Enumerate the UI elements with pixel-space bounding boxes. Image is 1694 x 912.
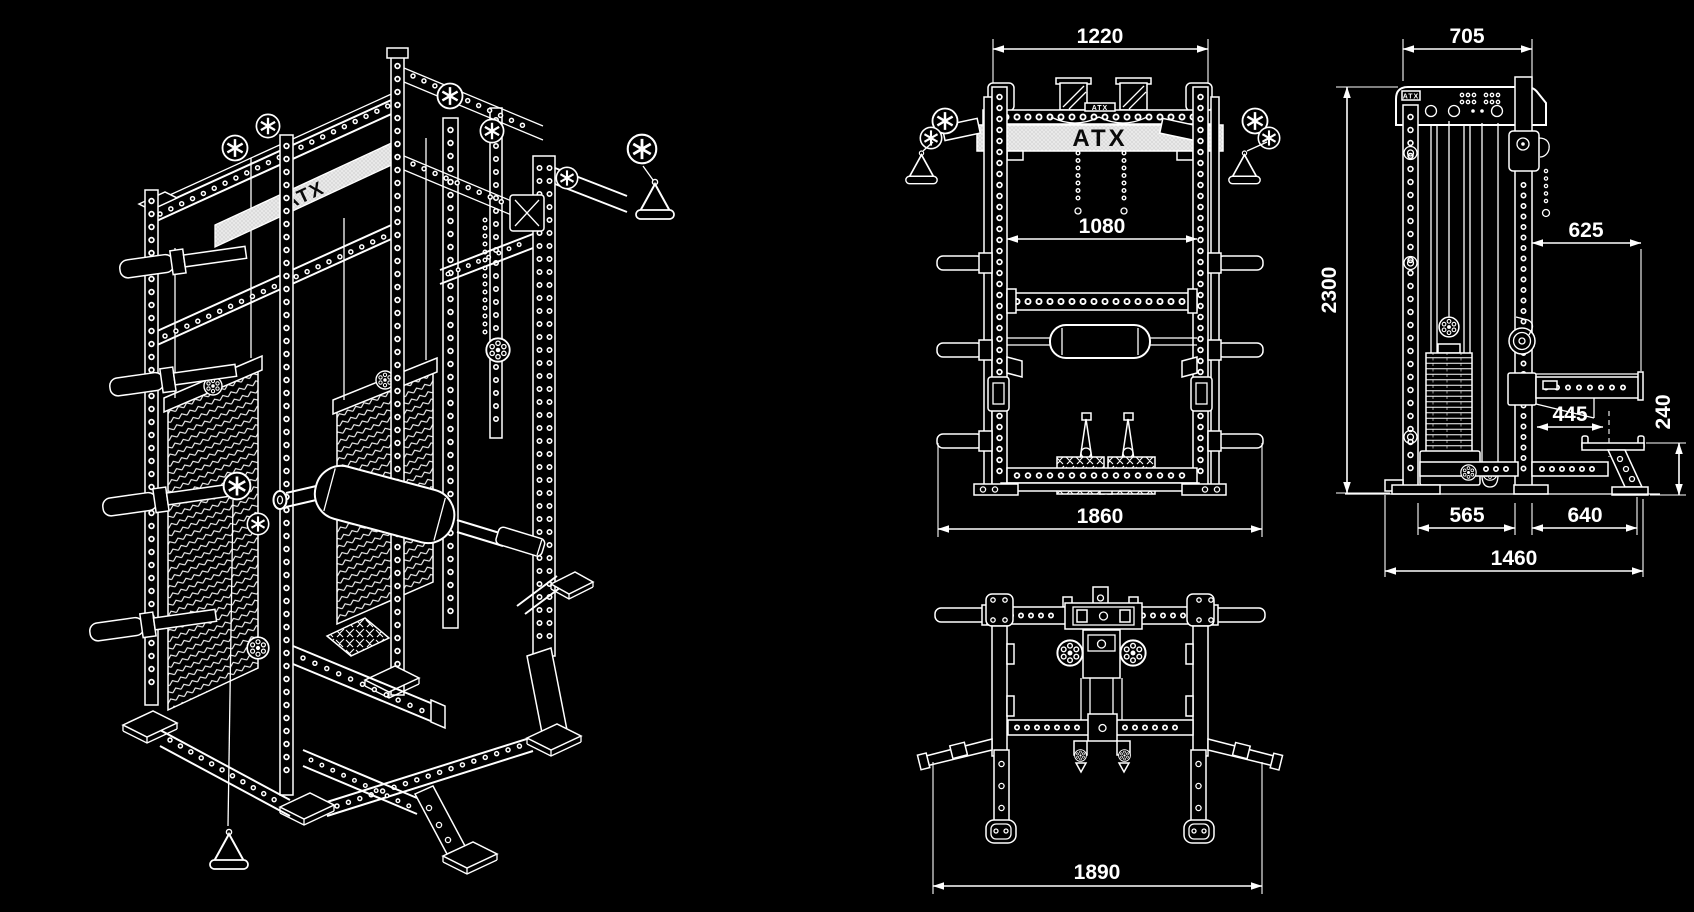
cable-arm-left: [904, 107, 982, 185]
spotter-arm-cap: [430, 698, 446, 730]
side-view: 705 2300 ATX 62: [1318, 25, 1686, 577]
hook-icon: [1538, 137, 1550, 158]
foot-plate: [1181, 483, 1227, 496]
foot-plate: [973, 483, 1019, 496]
hook-icon: [1515, 316, 1534, 336]
front-view: 1220 ATX ATX: [904, 25, 1281, 537]
dim-label-1860: 1860: [1077, 505, 1124, 528]
atx-label-small: ATX: [1403, 94, 1419, 101]
pulley-icon: [246, 512, 270, 536]
top-view: 1890: [916, 586, 1284, 894]
foot-plate: [985, 819, 1017, 844]
spotter-arm: [1507, 371, 1644, 419]
dim-label-2300: 2300: [1318, 267, 1341, 314]
foot-plate: [1391, 484, 1441, 495]
dim-side-top-depth: 705: [1402, 25, 1533, 81]
cable: [227, 499, 234, 827]
dim-side-arm-reach: 625: [1531, 219, 1642, 371]
bar-sleeve: [934, 607, 988, 623]
dim-label-705: 705: [1449, 25, 1484, 48]
pulley-icon: [1460, 464, 1477, 481]
atx-logo-small: ATX: [1092, 105, 1108, 112]
dim-front-base-width: 1860: [937, 443, 1263, 537]
dim-label-565: 565: [1449, 504, 1484, 527]
trolley: [1508, 130, 1540, 172]
barbell: [272, 464, 546, 557]
isometric-view: ATX: [89, 47, 676, 875]
pulley-icon: [479, 118, 505, 144]
bar-sleeve: [1508, 327, 1536, 355]
dim-label-640: 640: [1567, 504, 1602, 527]
pulley-icon: [555, 166, 579, 190]
dim-side-step-height: 240: [1646, 394, 1686, 496]
pulley-icon: [485, 337, 511, 363]
iso-upright-front: [279, 134, 294, 796]
pulley-icon: [221, 134, 249, 162]
dim-label-1890: 1890: [1074, 861, 1121, 884]
dim-side-total-depth: 1460: [1384, 495, 1644, 577]
dim-label-1220: 1220: [1077, 25, 1124, 48]
pulley-icon: [1074, 749, 1087, 762]
dim-side-total-height: 2300: [1318, 86, 1398, 494]
triangle-handle-icon: [634, 178, 676, 221]
side-rail: [1192, 625, 1209, 757]
triangle-handle-icon: [1227, 150, 1262, 185]
dim-side-base-front: 565: [1417, 503, 1516, 535]
dim-front-top-width: 1220: [992, 25, 1209, 105]
pulley-icon: [1438, 316, 1460, 338]
technique-tray: [1581, 435, 1649, 496]
roller-pad: [313, 464, 456, 545]
dim-label-240: 240: [1652, 394, 1675, 429]
chains: [1074, 150, 1128, 215]
pulley-icon: [222, 471, 252, 501]
roller-pad: [1049, 324, 1151, 359]
pulley-icon: [436, 82, 464, 110]
dim-front-inner-width: 1080: [1006, 215, 1198, 243]
weight-horns: [936, 252, 1264, 452]
triangle-handle-icon: [904, 150, 939, 185]
foot-plate: [1183, 819, 1215, 844]
pulley-icon: [1119, 639, 1147, 667]
dim-label-1460: 1460: [1491, 547, 1538, 570]
pulley-icon: [1056, 639, 1084, 667]
pulley-tower: [1055, 77, 1152, 111]
pulley-icon: [1118, 749, 1131, 762]
pulley-icon: [255, 113, 281, 139]
dim-label-445: 445: [1552, 403, 1587, 426]
bar-sleeve: [1212, 607, 1266, 623]
plate-peg: [119, 245, 248, 279]
dim-side-base-rear: 640: [1531, 497, 1638, 535]
plate-peg: [89, 608, 218, 642]
triangle-handle-icon: [209, 828, 249, 870]
cable: [1050, 116, 1148, 124]
foot-plate: [121, 571, 595, 875]
foot-plate: [1513, 484, 1549, 495]
pulley-icon: [919, 126, 943, 150]
pulley-icon: [1257, 126, 1281, 150]
atx-logo: ATX: [1072, 125, 1127, 152]
dim-label-1080: 1080: [1079, 215, 1126, 238]
dim-top-total-width: 1890: [932, 762, 1263, 894]
plate-peg: [109, 363, 238, 397]
bolt-cluster: [1459, 92, 1501, 105]
pulley-icon: [246, 636, 270, 660]
side-rail: [991, 625, 1008, 757]
pulley-icon: [626, 133, 658, 165]
dim-label-625: 625: [1568, 219, 1603, 242]
